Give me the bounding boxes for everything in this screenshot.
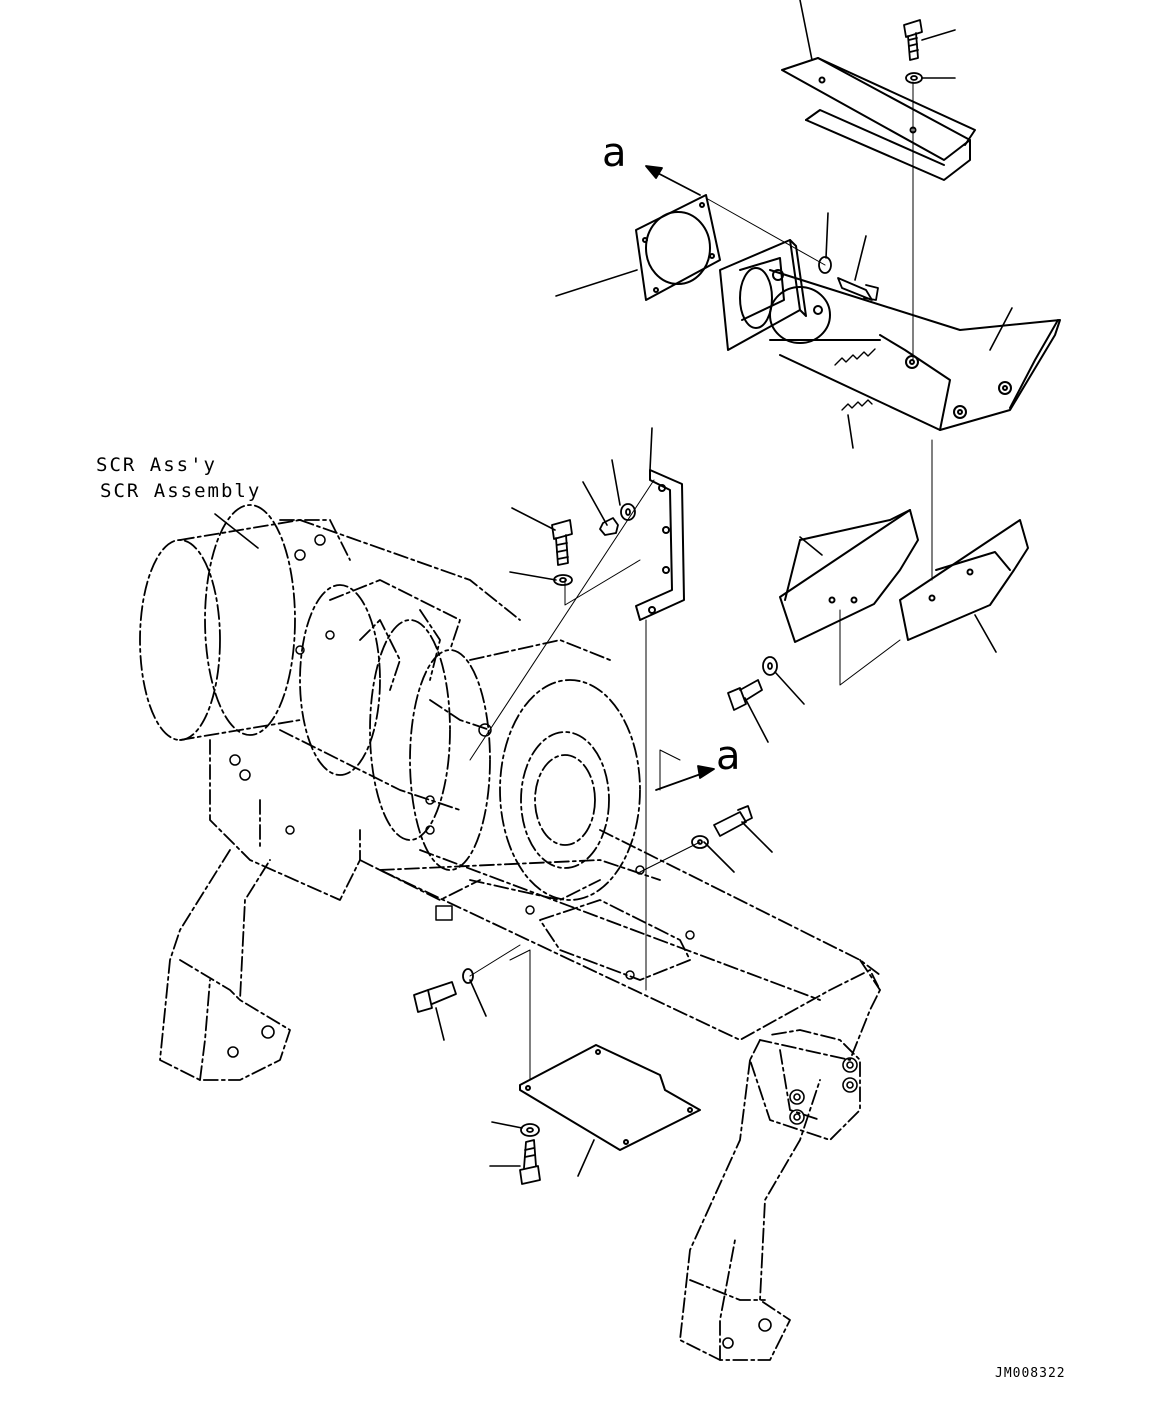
center-lines: [470, 82, 932, 1080]
leader-lines: [215, 0, 1012, 1176]
view-arrow-mid: [656, 766, 714, 790]
bottom-cover-plate: [520, 1045, 700, 1150]
mount-bolt-icon: [552, 504, 635, 585]
view-marker-top: a: [602, 130, 627, 176]
frame-bolts: [228, 1026, 857, 1348]
support-frame: [160, 830, 880, 1360]
tail-pipe: [720, 240, 1060, 430]
spring-icon: [835, 349, 875, 410]
flange-bolt-icon: [819, 257, 878, 300]
scr-assembly: [140, 505, 690, 980]
side-shield-left: [780, 510, 918, 642]
assembly-label-line2: SCR Assembly: [100, 480, 262, 502]
top-bolt-icon: [904, 20, 922, 83]
gasket: [636, 195, 720, 300]
view-arrow-top: [646, 166, 700, 195]
view-marker-mid: a: [716, 733, 741, 779]
vertical-bracket: [636, 470, 684, 620]
bottom-bolt-icon: [414, 969, 540, 1184]
assembly-label-line1: SCR Ass'y: [96, 454, 217, 476]
scr-fasteners: [230, 535, 694, 979]
shield-bolt-icon: [692, 657, 777, 848]
upper-heat-shield: [782, 58, 975, 180]
drawing-code: JM008322: [995, 1366, 1066, 1381]
side-shield-right: [900, 520, 1028, 640]
